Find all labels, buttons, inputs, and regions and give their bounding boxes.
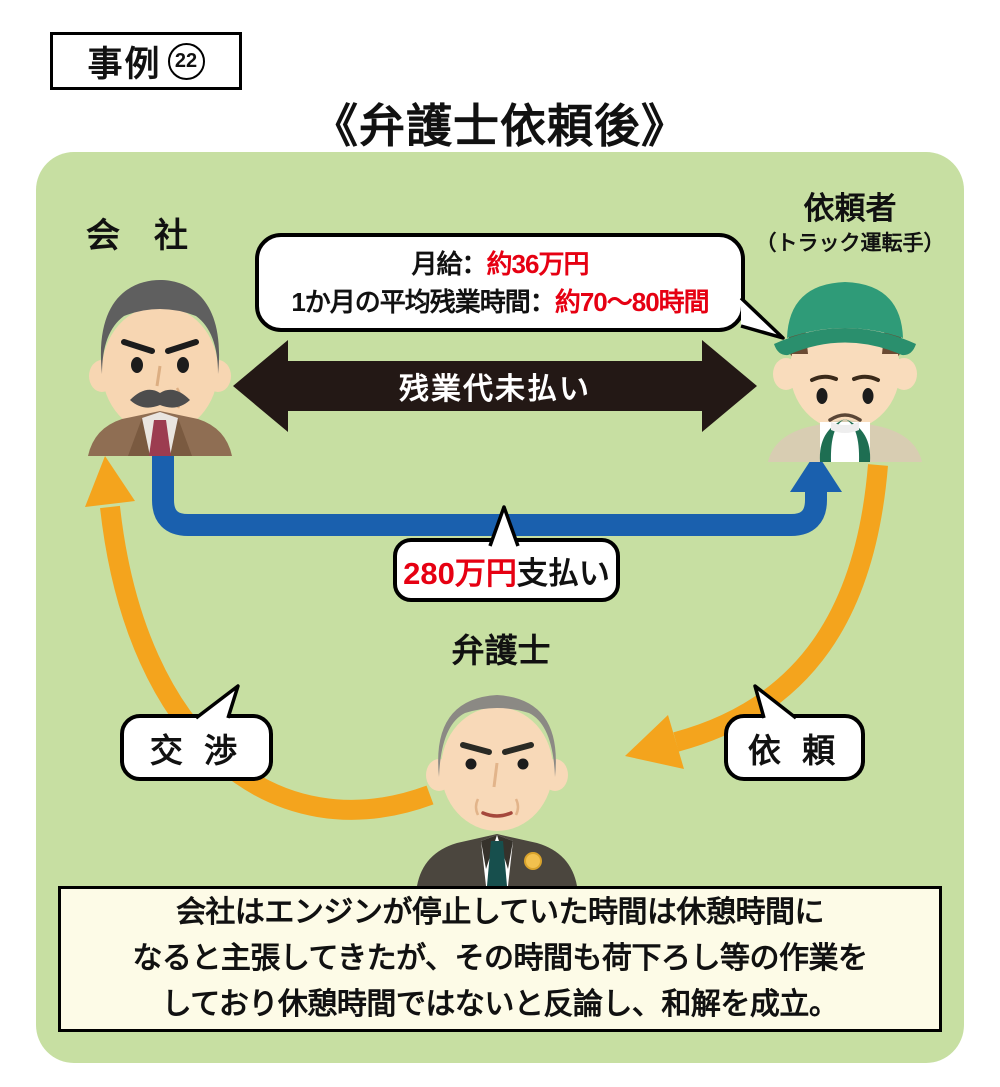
dispute-arrow-label: 残業代未払い — [399, 373, 591, 406]
salary-bubble-tail — [739, 296, 785, 340]
case-number-circle: 22 — [167, 42, 205, 80]
salary-line1: 月給：約36万円 — [411, 248, 590, 279]
summary-line3: しており休憩時間ではないと反論し、和解を成立。 — [161, 988, 839, 1021]
client-avatar — [768, 282, 922, 462]
company-label: 会 社 — [86, 217, 188, 255]
lawyer-label: 弁護士 — [451, 632, 551, 669]
payment-bubble: 280万円支払い — [393, 538, 620, 602]
request-arrow — [625, 464, 888, 769]
payment-arrow — [152, 452, 842, 536]
client-sublabel: （トラック運転手） — [755, 232, 945, 255]
payment-text: 280万円支払い — [403, 555, 610, 591]
salary-bubble: 月給：約36万円 1か月の平均残業時間：約70〜80時間 — [255, 233, 745, 332]
request-bubble-tail — [753, 684, 798, 720]
page-title: 《弁護士依頼後》 — [312, 100, 688, 152]
lawyer-avatar — [417, 695, 577, 886]
request-bubble: 依 頼 — [724, 714, 865, 781]
company-avatar — [88, 280, 232, 456]
negotiation-bubble-tail — [194, 684, 240, 720]
case-number-badge: 事例 22 — [50, 32, 242, 90]
summary-line1: 会社はエンジンが停止していた時間は休憩時間に — [175, 896, 825, 929]
dispute-arrow — [233, 340, 757, 432]
client-label: 依頼者 — [803, 191, 897, 226]
summary-box: 会社はエンジンが停止していた時間は休憩時間に なると主張してきたが、その時間も荷… — [58, 886, 942, 1032]
case-badge-label: 事例 — [87, 44, 162, 84]
payment-bubble-tail — [488, 505, 520, 547]
summary-line2: なると主張してきたが、その時間も荷下ろし等の作業を — [132, 942, 868, 975]
diagram-panel: 残業代未払い 会 社 依頼者 （トラック運転手） 弁護士 — [36, 152, 964, 1063]
salary-line2: 1か月の平均残業時間：約70〜80時間 — [291, 286, 709, 317]
negotiation-bubble: 交 渉 — [120, 714, 273, 781]
